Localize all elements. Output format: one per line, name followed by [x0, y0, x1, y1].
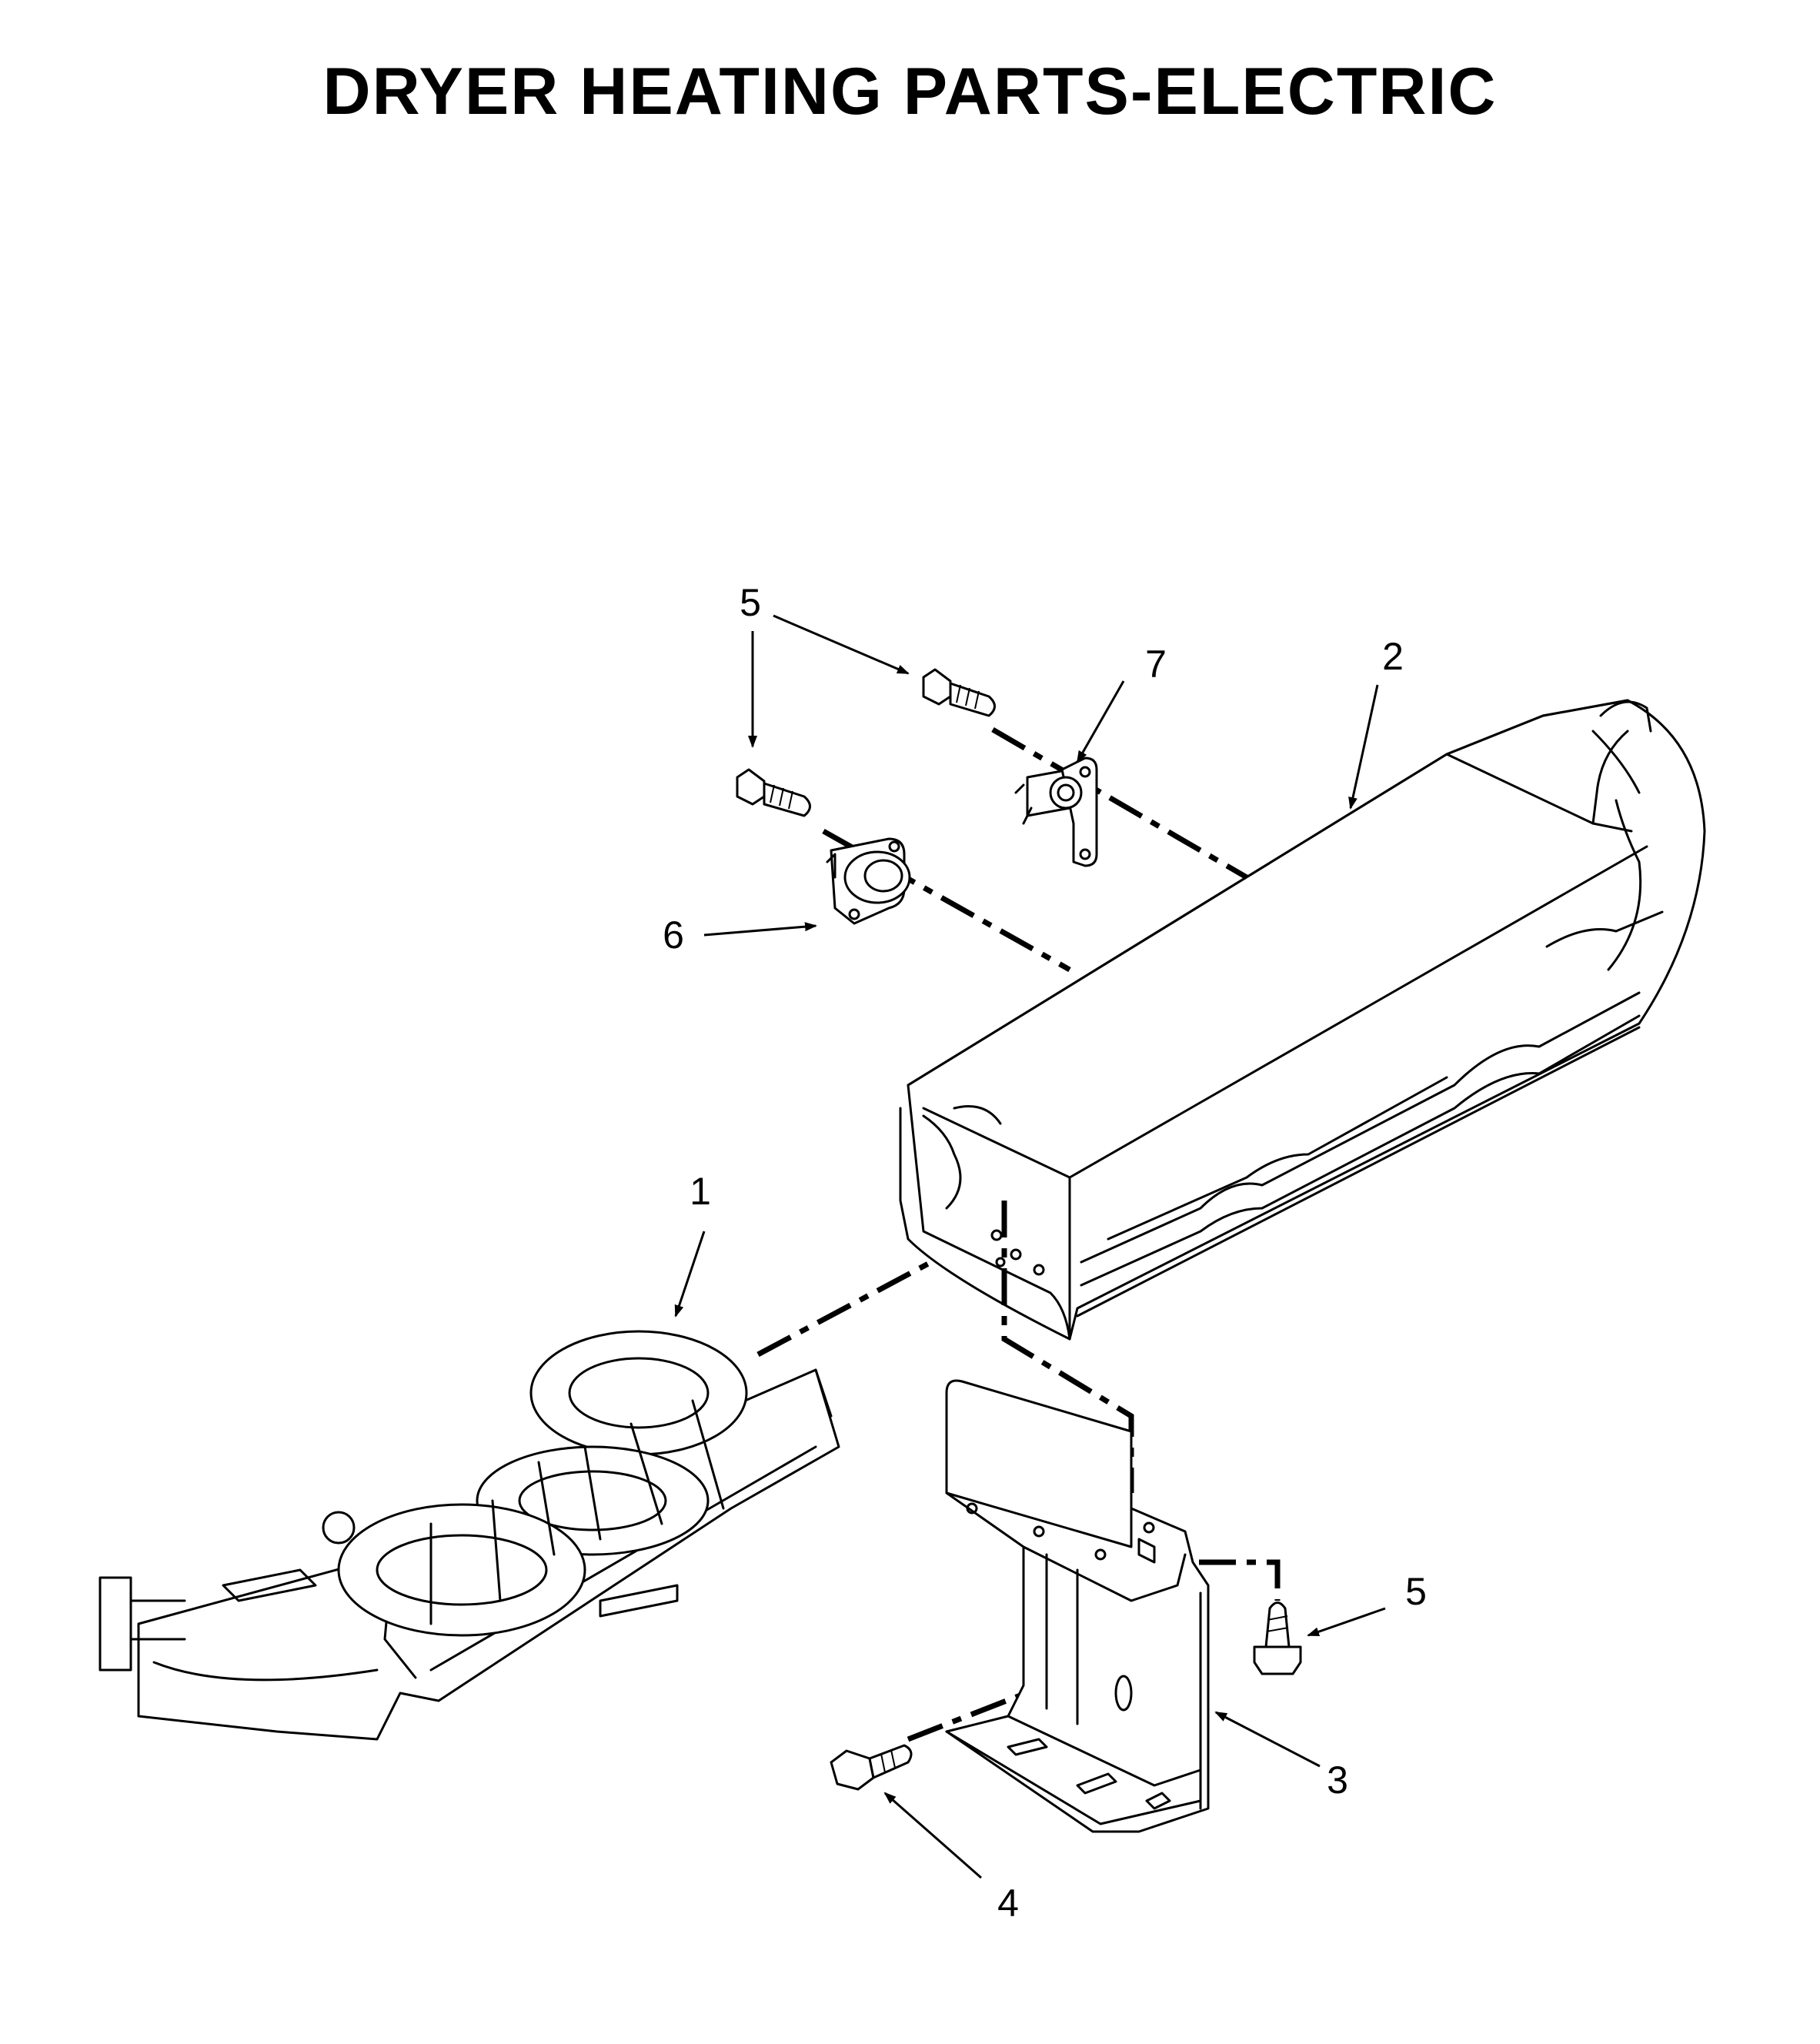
page-title: DRYER HEATING PARTS-ELECTRIC: [322, 55, 1498, 129]
heater-housing-icon[interactable]: [899, 699, 1706, 1341]
screw-icon[interactable]: [736, 768, 811, 817]
callout-3: 3: [1327, 1758, 1348, 1802]
leader-5-right: [1307, 1607, 1386, 1637]
leader-6: [703, 922, 817, 937]
leader-7: [1076, 680, 1125, 763]
leader-2: [1348, 684, 1379, 810]
leader-3: [1214, 1711, 1321, 1768]
bracket-icon[interactable]: [945, 1379, 1210, 1833]
callout-1: 1: [690, 1170, 711, 1213]
heating-coil-icon[interactable]: [99, 1330, 840, 1741]
thermostat-icon[interactable]: [1014, 756, 1098, 867]
thermostat-icon[interactable]: [826, 837, 911, 925]
leader-5-top: [773, 614, 910, 675]
alignment-line-thermal-fuse: [822, 828, 1071, 973]
screw-icon[interactable]: [1253, 1601, 1302, 1675]
leader-4: [883, 1792, 982, 1879]
callout-4: 4: [997, 1882, 1019, 1925]
screw-icon[interactable]: [922, 668, 996, 717]
alignment-line-element: [756, 1259, 933, 1358]
callout-6: 6: [663, 913, 684, 957]
callout-7: 7: [1145, 643, 1167, 686]
callout-5-right: 5: [1405, 1570, 1427, 1613]
leader-1: [674, 1231, 706, 1318]
alignment-line-thermal-cutoff: [991, 726, 1248, 880]
screw-icon[interactable]: [830, 1744, 913, 1791]
callout-2: 2: [1382, 635, 1404, 678]
callout-5-top: 5: [740, 581, 761, 624]
